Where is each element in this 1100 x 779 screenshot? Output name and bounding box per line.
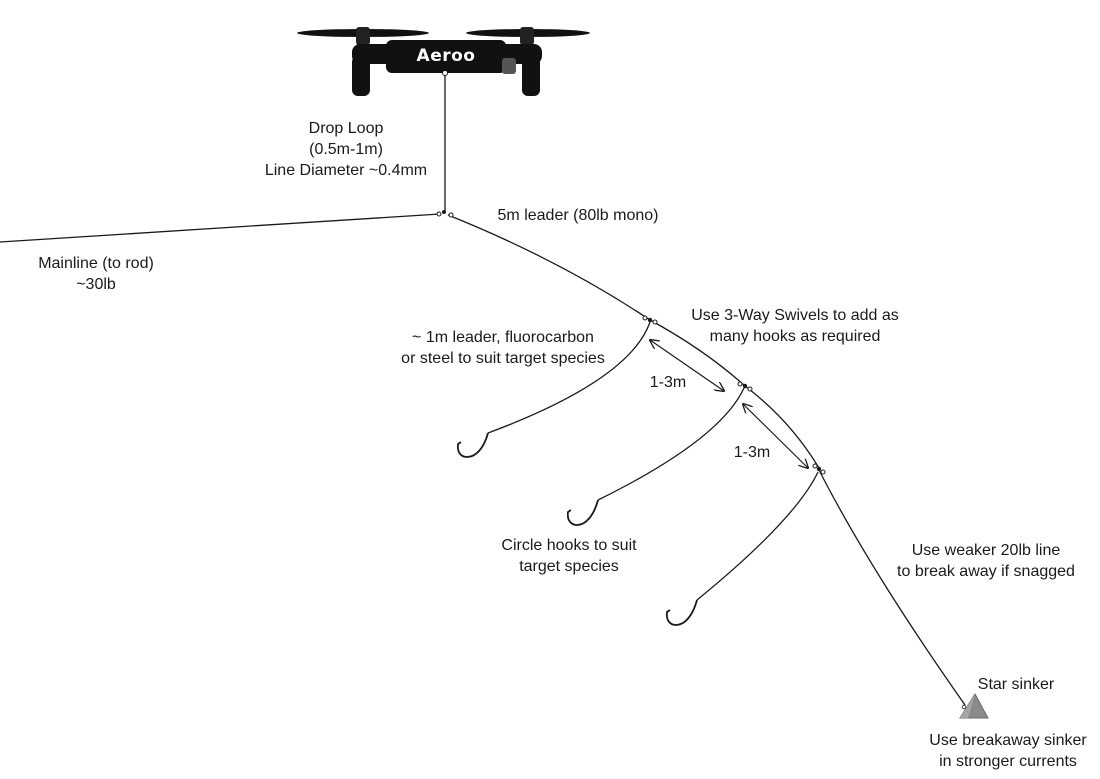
hook-1-icon bbox=[456, 432, 489, 458]
weak-line-label: Use weaker 20lb line to break away if sn… bbox=[897, 542, 1075, 580]
leg-left bbox=[352, 56, 370, 96]
drone-brand-logo: Aeroo bbox=[416, 46, 476, 66]
drone-body bbox=[386, 40, 506, 73]
leader-label: 5m leader (80lb mono) bbox=[497, 207, 659, 224]
leader-line bbox=[447, 214, 651, 321]
swivel-drop-icon bbox=[436, 70, 454, 218]
star-sinker-icon bbox=[959, 693, 989, 719]
snood-3 bbox=[696, 471, 819, 601]
breakaway-sinker-label: Use breakaway sinker in stronger current… bbox=[929, 732, 1087, 770]
mainline bbox=[0, 213, 441, 243]
three-way-swivel-1-icon bbox=[642, 315, 658, 325]
drone bbox=[297, 27, 590, 96]
hook-3-icon bbox=[665, 599, 698, 626]
three-way-swivel-2-icon bbox=[737, 381, 753, 392]
snood-2 bbox=[597, 387, 745, 501]
hook-2-icon bbox=[566, 499, 599, 526]
star-sinker-label: Star sinker bbox=[977, 676, 1055, 693]
motor-left bbox=[356, 27, 370, 45]
swivels bbox=[436, 70, 826, 475]
drop-loop-label: Drop Loop (0.5m-1m) Line Diameter ~0.4mm bbox=[264, 120, 428, 179]
spacing-label-1: 1-3m bbox=[649, 374, 687, 391]
snood-label: ~ 1m leader, fluorocarbon or steel to su… bbox=[401, 329, 605, 367]
mainline-label: Mainline (to rod) ~30lb bbox=[38, 255, 154, 293]
swivels-label: Use 3-Way Swivels to add as many hooks a… bbox=[691, 307, 899, 345]
three-way-swivel-3-icon bbox=[812, 463, 826, 475]
hooks bbox=[456, 432, 698, 626]
spacing-label-2: 1-3m bbox=[733, 444, 771, 461]
spacing-arrow-2-icon bbox=[743, 404, 808, 468]
rig-lines bbox=[0, 75, 966, 706]
hooks-label: Circle hooks to suit target species bbox=[501, 537, 637, 575]
drone-camera bbox=[502, 58, 516, 74]
snood-1 bbox=[487, 321, 651, 434]
weak-line bbox=[818, 469, 966, 706]
spacing-arrows bbox=[650, 340, 808, 468]
motor-right bbox=[520, 27, 534, 45]
spacing-arrow-1-icon bbox=[650, 340, 724, 391]
leg-right bbox=[522, 56, 540, 96]
